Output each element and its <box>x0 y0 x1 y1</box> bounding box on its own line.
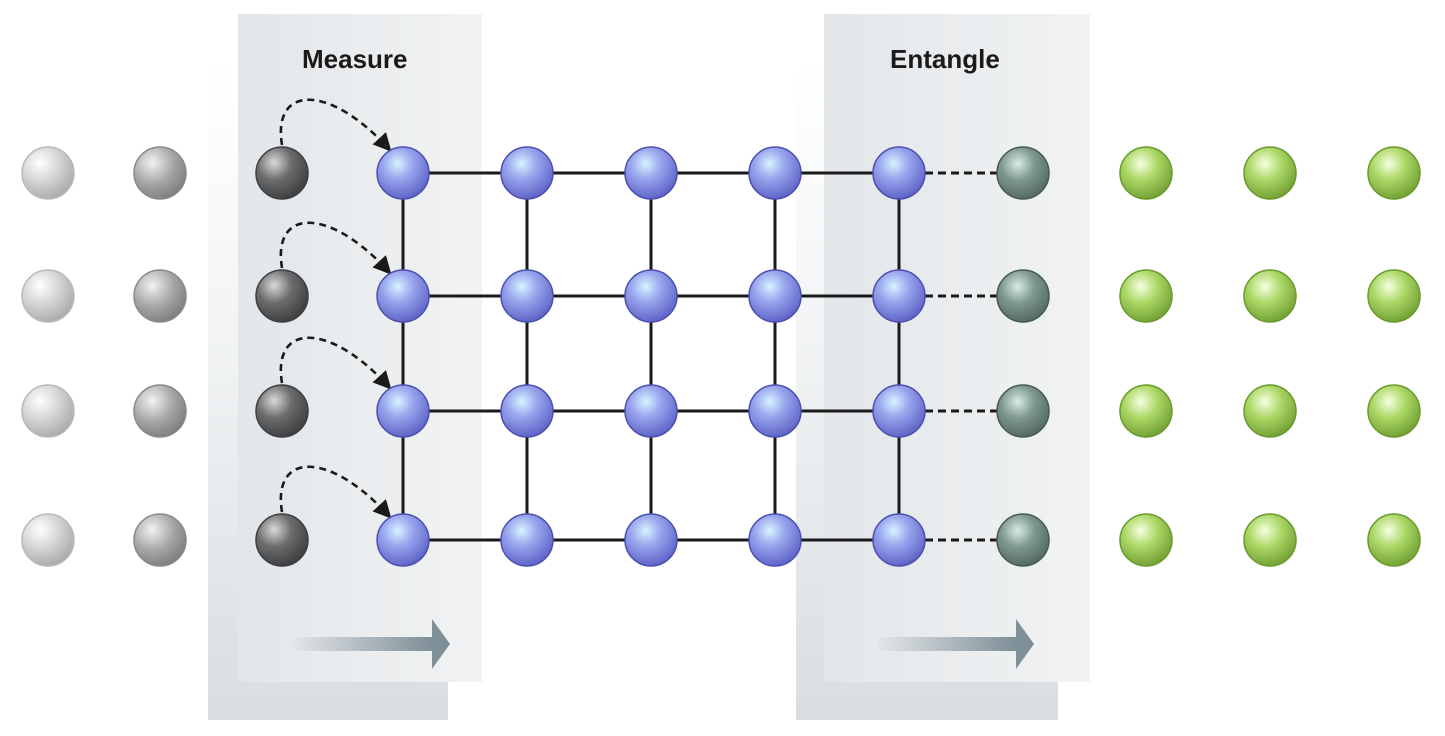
entangled-qubit <box>748 513 802 567</box>
entangled-qubit <box>376 269 430 323</box>
entangled-qubit <box>500 146 554 200</box>
fresh-qubit <box>1119 513 1173 567</box>
measuring-qubit <box>255 269 309 323</box>
entangled-qubit <box>624 513 678 567</box>
curved-dashed-arrow-icon <box>279 465 392 519</box>
curved-dashed-arrow-icon <box>279 336 392 390</box>
fresh-qubit <box>1367 269 1421 323</box>
entangled-qubit <box>624 146 678 200</box>
entangled-qubit <box>376 384 430 438</box>
measured-qubit <box>133 146 187 200</box>
entangled-qubit <box>748 146 802 200</box>
entangled-qubit <box>376 513 430 567</box>
entangling-qubit <box>996 384 1050 438</box>
measured-qubit <box>21 146 75 200</box>
measured-qubit <box>21 269 75 323</box>
entangling-qubit <box>996 146 1050 200</box>
fresh-qubit <box>1119 384 1173 438</box>
measured-qubit <box>21 513 75 567</box>
fresh-qubit <box>1367 146 1421 200</box>
measurement-arrows <box>279 98 392 519</box>
entangle-panel <box>824 14 1090 682</box>
fresh-qubit <box>1367 384 1421 438</box>
measured-qubit <box>133 269 187 323</box>
fresh-qubit <box>1119 269 1173 323</box>
measuring-qubit <box>255 384 309 438</box>
entangled-qubit <box>872 146 926 200</box>
entangling-qubit <box>996 513 1050 567</box>
curved-dashed-arrow-icon <box>279 98 392 152</box>
measuring-qubit <box>255 513 309 567</box>
right-arrow-icon <box>878 619 1034 669</box>
entangled-qubit <box>872 384 926 438</box>
measured-qubit <box>133 513 187 567</box>
entangled-qubit <box>500 384 554 438</box>
entangled-qubit <box>624 269 678 323</box>
qubit-array <box>21 146 1421 567</box>
fresh-qubit <box>1243 384 1297 438</box>
measure-panel <box>238 14 482 682</box>
fresh-qubit <box>1119 146 1173 200</box>
fresh-qubit <box>1243 269 1297 323</box>
entangled-qubit <box>872 269 926 323</box>
entangled-qubit <box>500 513 554 567</box>
fresh-qubit <box>1367 513 1421 567</box>
measured-qubit <box>21 384 75 438</box>
fresh-qubit <box>1243 146 1297 200</box>
curved-dashed-arrow-icon <box>279 221 392 275</box>
panels <box>208 14 1090 720</box>
entangled-qubit <box>376 146 430 200</box>
fresh-qubit <box>1243 513 1297 567</box>
right-arrow-icon <box>292 619 450 669</box>
measuring-qubit <box>255 146 309 200</box>
measured-qubit <box>133 384 187 438</box>
measure-label: Measure <box>302 44 408 74</box>
entangled-qubit <box>748 269 802 323</box>
entangled-qubit <box>748 384 802 438</box>
entangle-label: Entangle <box>890 44 1000 74</box>
entangled-qubit <box>500 269 554 323</box>
entangled-qubit <box>872 513 926 567</box>
entangling-qubit <box>996 269 1050 323</box>
entangled-qubit <box>624 384 678 438</box>
